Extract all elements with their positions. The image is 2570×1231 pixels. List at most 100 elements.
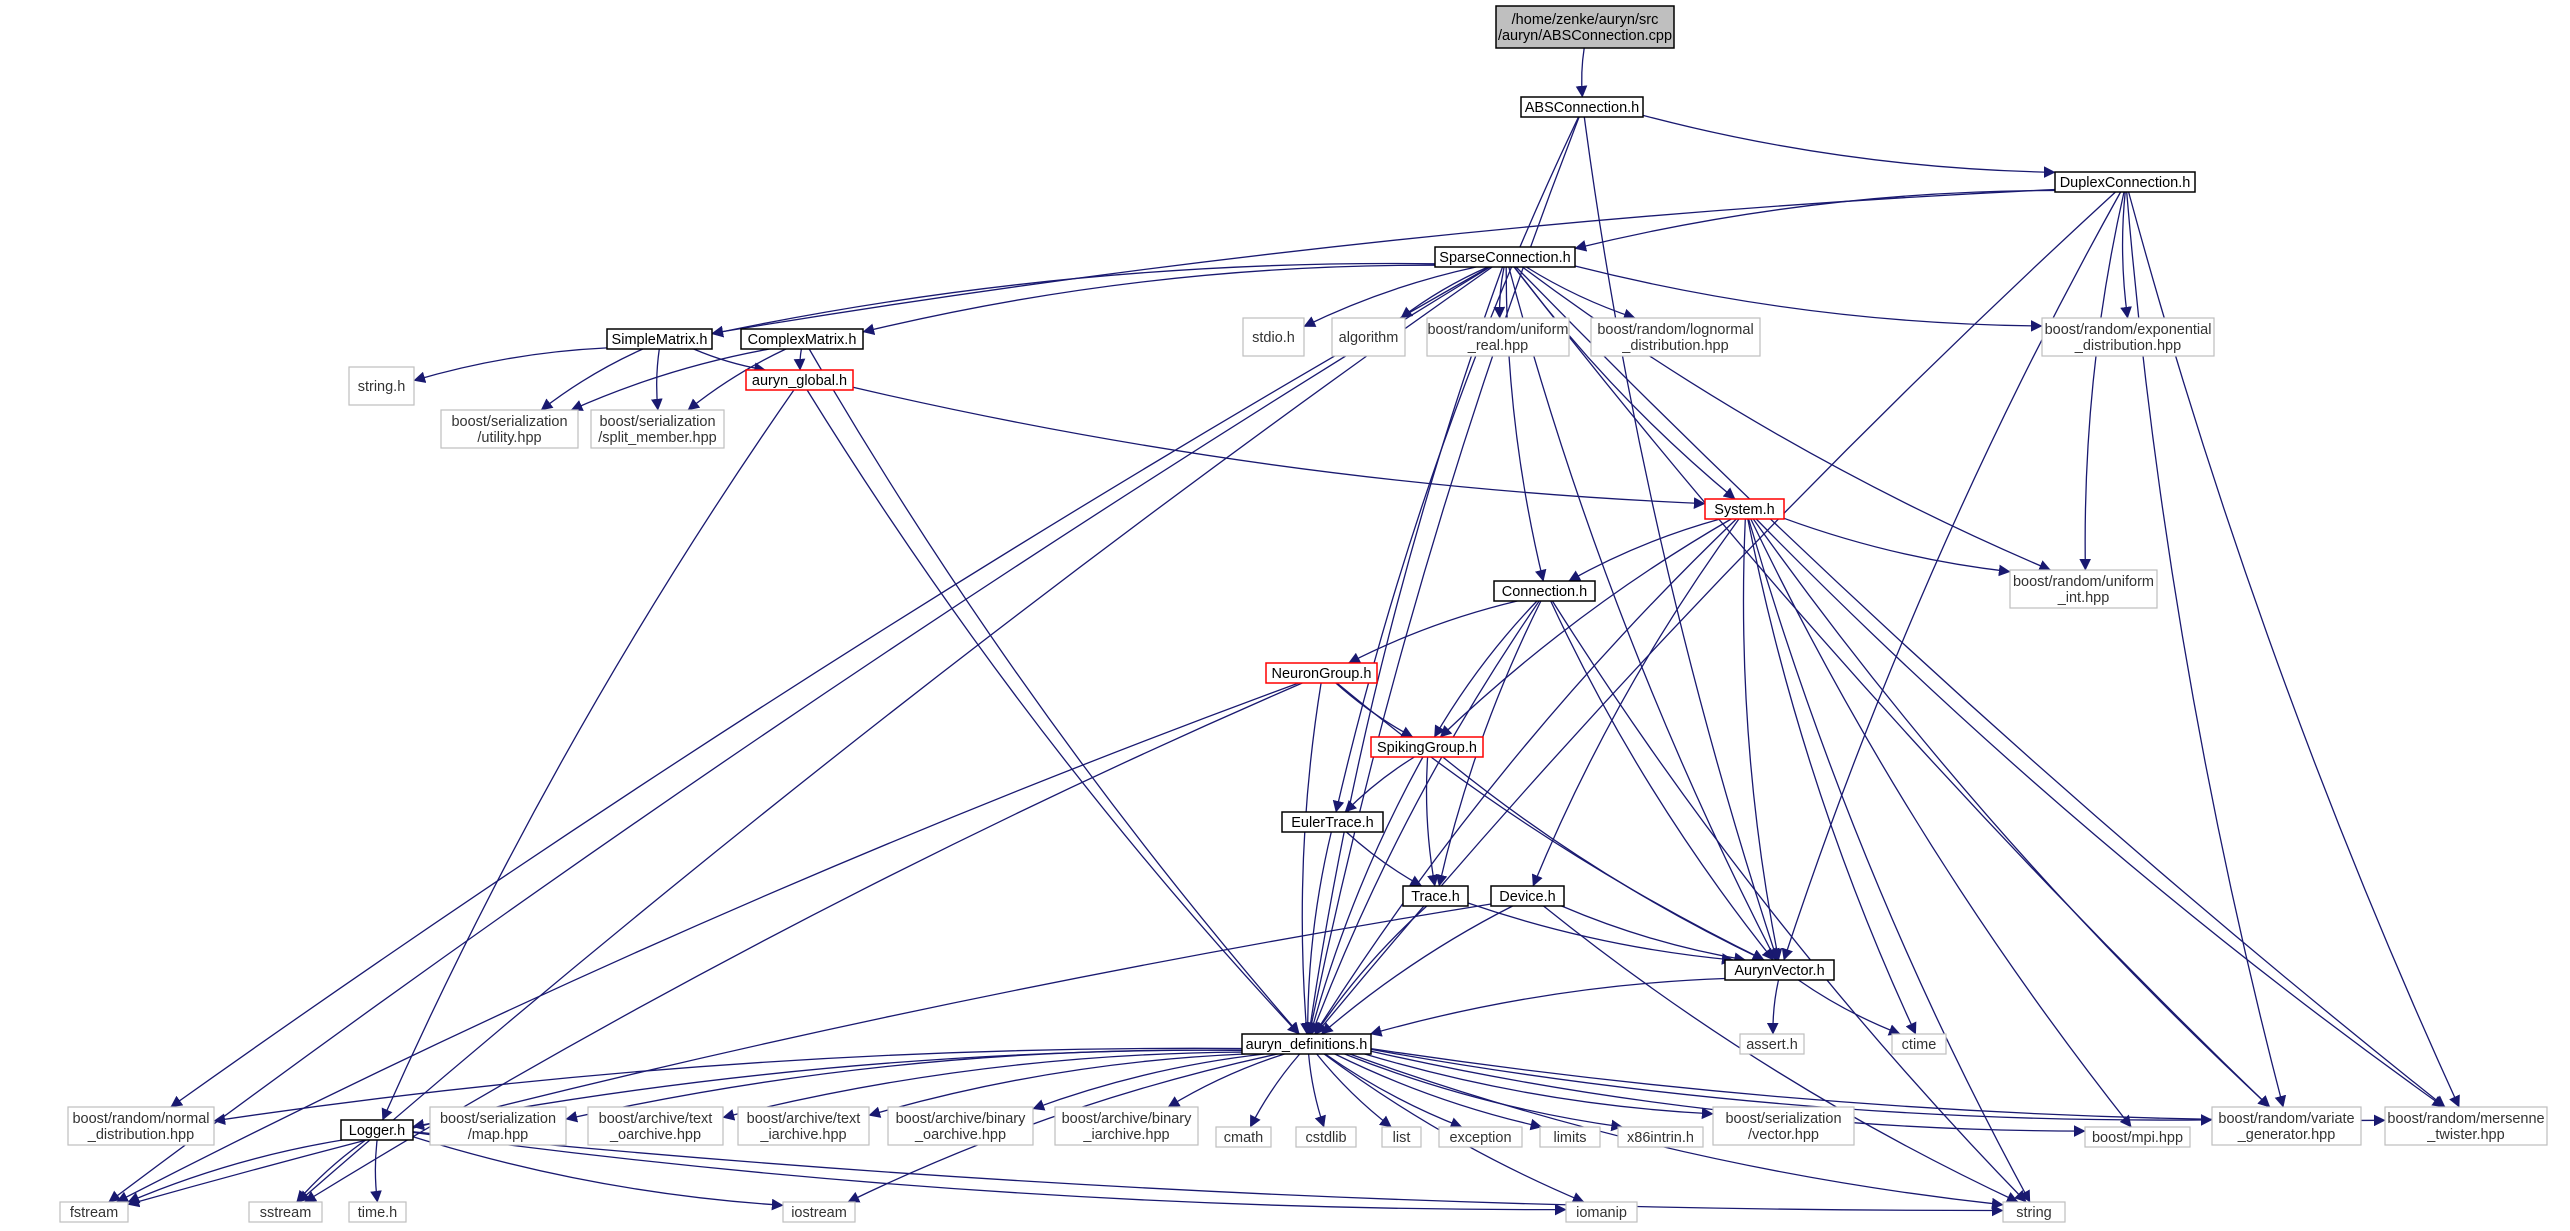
node-box-exception: [1438, 1126, 1523, 1148]
node-box-text_iarchive: [737, 1106, 870, 1146]
node-label-normal_dist: boost/random/normal: [72, 1111, 209, 1127]
node-absconnection_h[interactable]: ABSConnection.h: [1520, 96, 1644, 118]
node-label-root: /home/zenke/auryn/src: [1512, 12, 1659, 28]
edge-system_h-to-auryn_definitions_h: [1314, 518, 1737, 1035]
node-iostream: iostream: [782, 1201, 856, 1223]
node-box-duplexconnection_h: [2054, 171, 2196, 193]
node-label-cmath: cmath: [1224, 1130, 1264, 1146]
node-complexmatrix_h[interactable]: ComplexMatrix.h: [740, 328, 864, 350]
node-device_h[interactable]: Device.h: [1490, 885, 1565, 907]
node-box-binary_oarchive: [887, 1106, 1034, 1146]
edge-auryn_global_h-to-system_h: [852, 386, 1706, 509]
edge-auryn_global_h-to-auryn_definitions_h: [806, 389, 1300, 1035]
node-fstream: fstream: [59, 1201, 129, 1223]
edge-aurynvector_h-to-auryn_definitions_h: [1369, 977, 1726, 1037]
node-label-assert_h: assert.h: [1746, 1037, 1798, 1053]
edge-sparseconnection_h-to-auryn_definitions_h: [1304, 266, 1504, 1035]
edge-connection_h-to-string: [1551, 600, 2027, 1203]
node-spikinggroup_h[interactable]: SpikingGroup.h: [1370, 736, 1484, 758]
node-logger_h[interactable]: Logger.h: [340, 1119, 414, 1141]
edge-connection_h-to-auryn_definitions_h: [1310, 600, 1540, 1035]
node-label-neurongroup_h: NeuronGroup.h: [1272, 666, 1372, 682]
node-exception: exception: [1438, 1126, 1523, 1148]
node-label-root: /auryn/ABSConnection.cpp: [1498, 28, 1672, 44]
node-box-mersenne: [2384, 1106, 2548, 1146]
edge-simplematrix_h-to-auryn_global_h: [693, 348, 766, 374]
edge-logger_h-to-fstream: [127, 1139, 343, 1204]
node-variate_gen: boost/random/variate_generator.hpp: [2211, 1106, 2362, 1146]
edge-auryn_definitions_h-to-string: [1349, 1053, 2004, 1210]
node-neurongroup_h[interactable]: NeuronGroup.h: [1265, 662, 1378, 684]
node-label-sstream: sstream: [260, 1205, 312, 1221]
node-aurynvector_h[interactable]: AurynVector.h: [1724, 959, 1835, 981]
node-label-complexmatrix_h: ComplexMatrix.h: [748, 332, 857, 348]
node-auryn_global_h[interactable]: auryn_global.h: [745, 369, 854, 391]
node-box-binary_iarchive: [1054, 1106, 1199, 1146]
node-label-algorithm: algorithm: [1339, 330, 1399, 346]
edge-absconnection_h-to-duplexconnection_h: [1642, 114, 2056, 178]
edge-complexmatrix_h-to-auryn_definitions_h: [808, 348, 1300, 1035]
node-label-mersenne: boost/random/mersenne: [2387, 1111, 2544, 1127]
node-label-uniform_real: boost/random/uniform: [1427, 322, 1568, 338]
edge-simplematrix_h-to-string_h: [413, 347, 608, 383]
edge-system_h-to-ctime: [1747, 518, 1917, 1035]
edge-sparseconnection_h-to-normal_dist: [170, 266, 1490, 1108]
node-auryn_definitions_h[interactable]: auryn_definitions.h: [1241, 1033, 1372, 1055]
node-box-device_h: [1490, 885, 1565, 907]
edge-auryn_definitions_h-to-cstdlib: [1307, 1053, 1326, 1128]
node-algorithm: algorithm: [1331, 317, 1406, 357]
node-label-exponential: _distribution.hpp: [2074, 338, 2181, 354]
node-label-logger_h: Logger.h: [349, 1123, 405, 1139]
node-list: list: [1381, 1126, 1422, 1148]
node-system_h[interactable]: System.h: [1704, 498, 1785, 520]
node-label-device_h: Device.h: [1499, 889, 1555, 905]
node-sparseconnection_h[interactable]: SparseConnection.h: [1434, 246, 1576, 268]
edge-sparseconnection_h-to-sstream: [297, 266, 1493, 1203]
node-label-ser_utility: boost/serialization: [451, 414, 567, 430]
edge-auryn_definitions_h-to-ser_map: [565, 1049, 1243, 1123]
node-label-aurynvector_h: AurynVector.h: [1734, 963, 1824, 979]
node-box-exponential: [2041, 317, 2215, 357]
node-label-text_iarchive: _iarchive.hpp: [759, 1127, 846, 1143]
node-label-system_h: System.h: [1714, 502, 1774, 518]
node-label-auryn_definitions_h: auryn_definitions.h: [1246, 1037, 1368, 1053]
node-time_h: time.h: [348, 1201, 407, 1223]
edge-sparseconnection_h-to-stdio_h: [1303, 266, 1477, 328]
node-x86intrin_h: x86intrin.h: [1617, 1126, 1704, 1148]
node-trace_h[interactable]: Trace.h: [1402, 885, 1469, 907]
node-uniform_real: boost/random/uniform_real.hpp: [1426, 317, 1570, 357]
edge-root-to-absconnection_h: [1575, 47, 1588, 98]
node-label-text_oarchive: boost/archive/text: [599, 1111, 713, 1127]
node-box-string: [2002, 1201, 2066, 1223]
node-label-cstdlib: cstdlib: [1305, 1130, 1346, 1146]
node-simplematrix_h[interactable]: SimpleMatrix.h: [606, 328, 713, 350]
node-root[interactable]: /home/zenke/auryn/src/auryn/ABSConnectio…: [1495, 5, 1675, 49]
edge-system_h-to-device_h: [1531, 518, 1740, 887]
node-normal_dist: boost/random/normal_distribution.hpp: [67, 1106, 215, 1146]
edge-sparseconnection_h-to-aurynvector_h: [1508, 266, 1777, 961]
node-label-spikinggroup_h: SpikingGroup.h: [1377, 740, 1477, 756]
node-label-connection_h: Connection.h: [1502, 584, 1587, 600]
node-eulertrace_h[interactable]: EulerTrace.h: [1281, 811, 1384, 833]
node-box-root: [1495, 5, 1675, 49]
node-label-lognormal: _distribution.hpp: [1621, 338, 1728, 354]
node-box-logger_h: [340, 1119, 414, 1141]
node-box-time_h: [348, 1201, 407, 1223]
node-stdio_h: stdio.h: [1242, 317, 1305, 357]
node-label-uniform_real: _real.hpp: [1467, 338, 1528, 354]
node-box-auryn_global_h: [745, 369, 854, 391]
edge-system_h-to-uniform_int: [1783, 517, 2011, 577]
edge-duplexconnection_h-to-exponential: [2120, 191, 2132, 319]
node-box-fstream: [59, 1201, 129, 1223]
edge-sparseconnection_h-to-system_h: [1513, 266, 1736, 500]
node-label-binary_oarchive: _oarchive.hpp: [914, 1127, 1006, 1143]
edge-sparseconnection_h-to-exponential: [1574, 265, 2043, 332]
edge-trace_h-to-auryn_definitions_h: [1314, 905, 1428, 1035]
node-ser_utility: boost/serialization/utility.hpp: [440, 409, 579, 449]
node-duplexconnection_h[interactable]: DuplexConnection.h: [2054, 171, 2196, 193]
node-binary_oarchive: boost/archive/binary_oarchive.hpp: [887, 1106, 1034, 1146]
node-connection_h[interactable]: Connection.h: [1493, 580, 1596, 602]
node-box-sparseconnection_h: [1434, 246, 1576, 268]
node-box-list: [1381, 1126, 1422, 1148]
node-label-uniform_int: _int.hpp: [2057, 590, 2110, 606]
